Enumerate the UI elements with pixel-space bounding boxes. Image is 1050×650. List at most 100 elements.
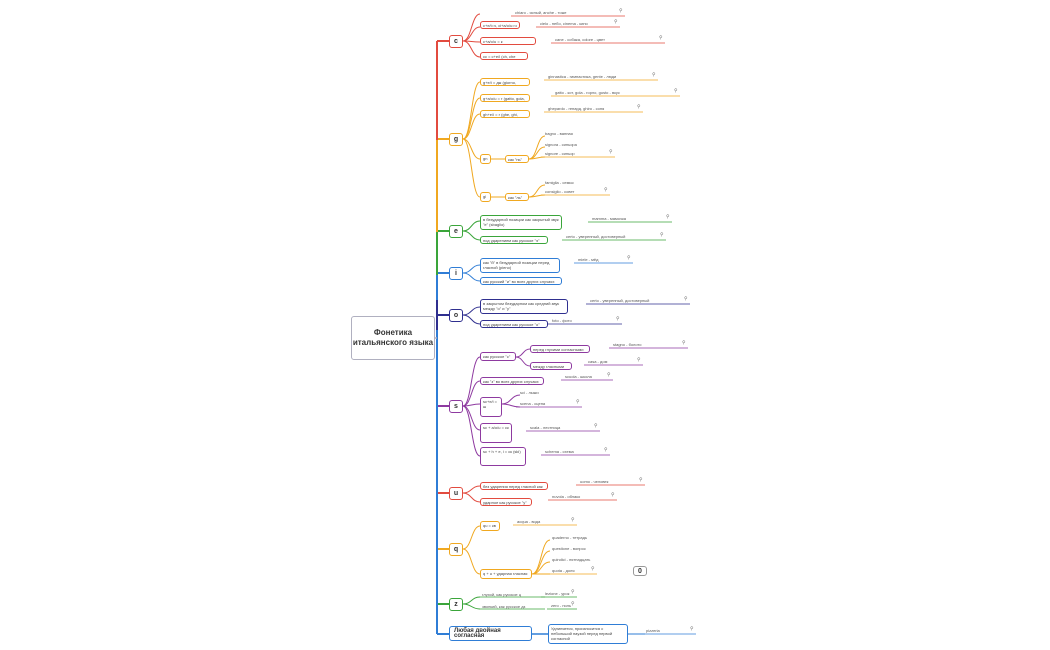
- c-rule-2[interactable]: c+a/o/u = к: [480, 37, 536, 45]
- note-icon[interactable]: ⚲: [571, 517, 575, 523]
- s-branch[interactable]: как русское "с": [480, 352, 516, 361]
- note-icon[interactable]: ⚲: [660, 232, 664, 238]
- note-icon[interactable]: ⚲: [576, 399, 580, 405]
- q-example: acqua - вода: [517, 519, 541, 524]
- note-icon[interactable]: ⚲: [571, 601, 575, 607]
- e-rule[interactable]: в безударной позиции как закрытый звук "…: [480, 215, 562, 230]
- o-rule[interactable]: под ударением как русское "о": [480, 320, 548, 328]
- u-example: nuvola - облако: [552, 494, 581, 499]
- s-node[interactable]: s: [449, 400, 463, 413]
- edge: [515, 356, 531, 367]
- z-rule: глухой, как русское ц: [482, 592, 522, 597]
- gl-sound[interactable]: как "ль": [505, 193, 529, 201]
- u-rule[interactable]: без ударения перед гласной как "w": [480, 482, 548, 490]
- note-icon[interactable]: ⚲: [690, 626, 694, 632]
- double-rule[interactable]: Удлиняется, произносится с небольшой пау…: [548, 624, 628, 644]
- note-icon[interactable]: ⚲: [604, 447, 608, 453]
- e-rule[interactable]: под ударением как русское "э": [480, 236, 548, 244]
- note-icon[interactable]: ⚲: [616, 316, 620, 322]
- s-rule[interactable]: sc + a/o/u = ск: [480, 423, 512, 443]
- note-icon[interactable]: ⚲: [659, 35, 663, 41]
- g-node[interactable]: g: [449, 133, 463, 146]
- s-example: scuola - школа: [565, 374, 592, 379]
- gn-sound[interactable]: как "нь": [505, 155, 529, 163]
- edge: [462, 548, 481, 575]
- u-rule[interactable]: ударное как русское "у": [480, 498, 532, 506]
- c-rule-1[interactable]: c+e/i=ч, ci+a/o/u=ч: [480, 21, 520, 29]
- g-rule[interactable]: g+e/i = дж (giorno, gente): [480, 78, 530, 86]
- s-rule[interactable]: как "з" во всех других случаях: [480, 377, 544, 385]
- edge: [462, 314, 481, 325]
- gn-example: signora - синьора: [545, 142, 577, 147]
- note-icon[interactable]: ⚲: [614, 19, 618, 25]
- edge: [501, 403, 521, 408]
- s-example: sci - лыжи: [520, 390, 539, 395]
- i-node[interactable]: i: [449, 267, 463, 280]
- o-rule[interactable]: в закрытом безударном как средний звук м…: [480, 299, 568, 314]
- gl-node[interactable]: gl: [480, 192, 491, 202]
- edge: [462, 525, 481, 550]
- gn-example: signore - синьор: [545, 151, 575, 156]
- gn-node[interactable]: gn: [480, 154, 491, 164]
- root-topic[interactable]: Фонетика итальянского языка: [351, 316, 435, 360]
- edge: [462, 13, 481, 42]
- note-icon[interactable]: ⚲: [682, 340, 686, 346]
- z-node[interactable]: z: [449, 598, 463, 611]
- edge: [462, 356, 481, 407]
- g-rule[interactable]: gh+e/i = г (ghe, ghi, lunghi): [480, 110, 530, 118]
- note-icon[interactable]: ⚲: [611, 492, 615, 498]
- note-icon[interactable]: ⚲: [637, 357, 641, 363]
- edge: [501, 394, 521, 405]
- edge: [462, 230, 481, 241]
- note-icon[interactable]: ⚲: [619, 8, 623, 14]
- note-icon[interactable]: ⚲: [591, 566, 595, 572]
- note-icon[interactable]: ⚲: [627, 255, 631, 261]
- z-example: zero - ноль: [551, 603, 572, 608]
- q-rule[interactable]: qu = кв: [480, 521, 500, 531]
- edge: [462, 306, 481, 316]
- z-example: lezione - урок: [545, 591, 570, 596]
- edge: [462, 113, 481, 140]
- root-title: Фонетика итальянского языка: [352, 328, 434, 347]
- note-icon[interactable]: ⚲: [607, 372, 611, 378]
- note-icon[interactable]: ⚲: [637, 104, 641, 110]
- counter-badge[interactable]: 0: [633, 566, 647, 576]
- gn-example: bagno - ванная: [545, 131, 573, 136]
- note-icon[interactable]: ⚲: [609, 149, 613, 155]
- c-rule-3[interactable]: cc = c+e/i (ch, che lavora): [480, 52, 528, 60]
- q-example: quindici - пятнадцать: [552, 557, 591, 562]
- double-node[interactable]: Любая двойная согласная: [449, 626, 532, 641]
- note-icon[interactable]: ⚲: [639, 477, 643, 483]
- double-example: pizzeria: [646, 628, 660, 633]
- q-rule[interactable]: q + u + ударная гласная: [480, 569, 532, 579]
- edge: [462, 272, 481, 282]
- c-node[interactable]: c: [449, 35, 463, 48]
- s-sub[interactable]: между гласными: [530, 362, 572, 370]
- s-rule[interactable]: sc + h + e, i = ск (ski): [480, 447, 526, 466]
- edge: [462, 264, 481, 274]
- o-node[interactable]: o: [449, 309, 463, 322]
- note-icon[interactable]: ⚲: [684, 296, 688, 302]
- note-icon[interactable]: ⚲: [652, 72, 656, 78]
- i-rule[interactable]: как "й" в безударной позиции перед гласн…: [480, 258, 560, 273]
- i-rule[interactable]: как русский "и" во всех других случаях: [480, 277, 562, 285]
- q-example: questione - вопрос: [552, 546, 586, 551]
- q-example: quota - доля: [552, 568, 575, 573]
- g-rule[interactable]: g+a/o/u = г (gatto, gola, gusto): [480, 94, 530, 102]
- gl-example: famiglia - семья: [545, 180, 574, 185]
- s-rule[interactable]: sc+e/i = ш: [480, 397, 502, 417]
- edge: [531, 539, 551, 575]
- note-icon[interactable]: ⚲: [674, 88, 678, 94]
- note-icon[interactable]: ⚲: [594, 423, 598, 429]
- q-node[interactable]: q: [449, 543, 463, 556]
- s-sub[interactable]: перед глухими согласными: [530, 345, 590, 353]
- note-icon[interactable]: ⚲: [571, 589, 575, 595]
- edge: [462, 138, 481, 198]
- note-icon[interactable]: ⚲: [604, 187, 608, 193]
- u-node[interactable]: u: [449, 487, 463, 500]
- note-icon[interactable]: ⚲: [666, 214, 670, 220]
- e-node[interactable]: e: [449, 225, 463, 238]
- s-example: schema - схема: [545, 449, 574, 454]
- edge: [462, 405, 481, 457]
- g-example: ginnastica - гимнастика, gente - люди: [548, 74, 617, 79]
